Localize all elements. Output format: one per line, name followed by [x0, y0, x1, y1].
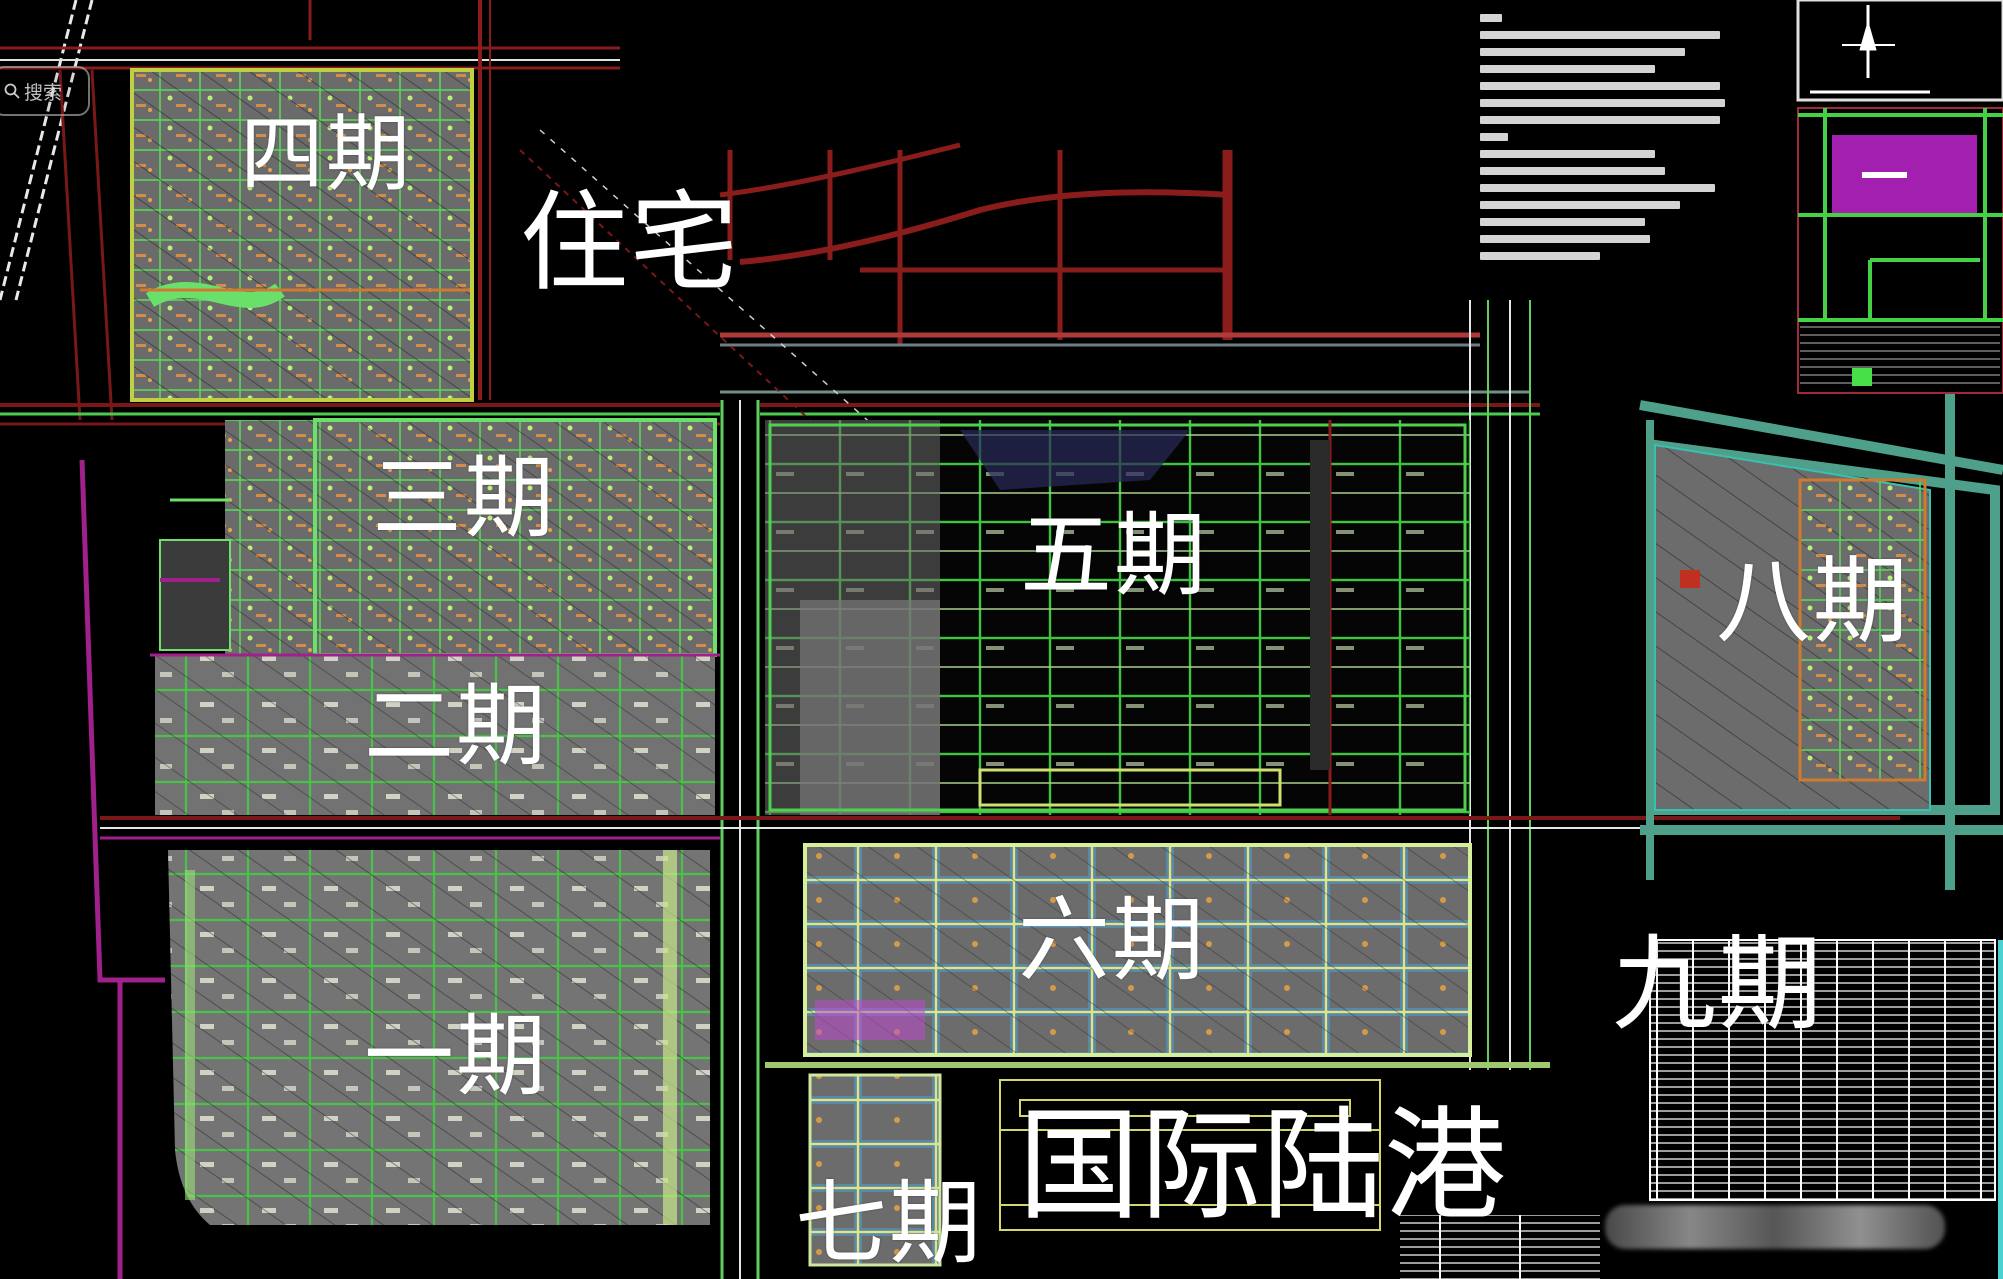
site-boundary-left — [79, 459, 165, 1279]
search-icon — [4, 83, 20, 99]
inland-port-outline — [999, 1079, 1381, 1231]
phase-9-table — [1649, 939, 2003, 1279]
phase-6-block — [803, 843, 1472, 1057]
railway-line — [0, 0, 94, 301]
zone-label-phase-8: 八期 — [1716, 547, 1911, 657]
phase-7-block — [808, 1073, 942, 1267]
design-notes-text-block — [1480, 14, 1730, 269]
road-network-top — [0, 0, 1540, 561]
zone-label-phase-6: 六期 — [1018, 887, 1207, 994]
key-plan-minimap — [1797, 107, 2003, 394]
phase-2-block — [150, 653, 720, 815]
zone-label-residential: 住宅 — [520, 181, 741, 306]
zone-label-phase-3: 三期 — [372, 446, 556, 551]
zone-label-phase-5: 五期 — [1020, 502, 1209, 609]
main-road-vertical — [720, 300, 1531, 1279]
zone-label-phase-2: 二期 — [364, 674, 548, 779]
zone-label-phase-4: 四期 — [240, 105, 413, 203]
zone-label-phase-7: 七期 — [795, 1170, 984, 1277]
blurred-watermark — [1605, 1205, 1945, 1249]
phase-4-block — [130, 68, 474, 402]
road-between-phase-1-2 — [100, 816, 1900, 840]
north-arrow-icon — [1796, 0, 2003, 102]
bottom-legend-table — [1400, 1215, 1600, 1279]
phase-3-block — [159, 418, 717, 657]
zone-label-phase-1: 一期 — [364, 1004, 548, 1109]
phase-5-block — [765, 420, 1470, 815]
search-button[interactable]: 搜索 — [0, 66, 90, 116]
zone-label-inland-port: 国际陆港 — [1018, 1095, 1506, 1237]
phase-1-block — [168, 850, 710, 1225]
search-label: 搜索 — [24, 81, 63, 104]
zone-label-phase-9: 九期 — [1612, 923, 1825, 1045]
